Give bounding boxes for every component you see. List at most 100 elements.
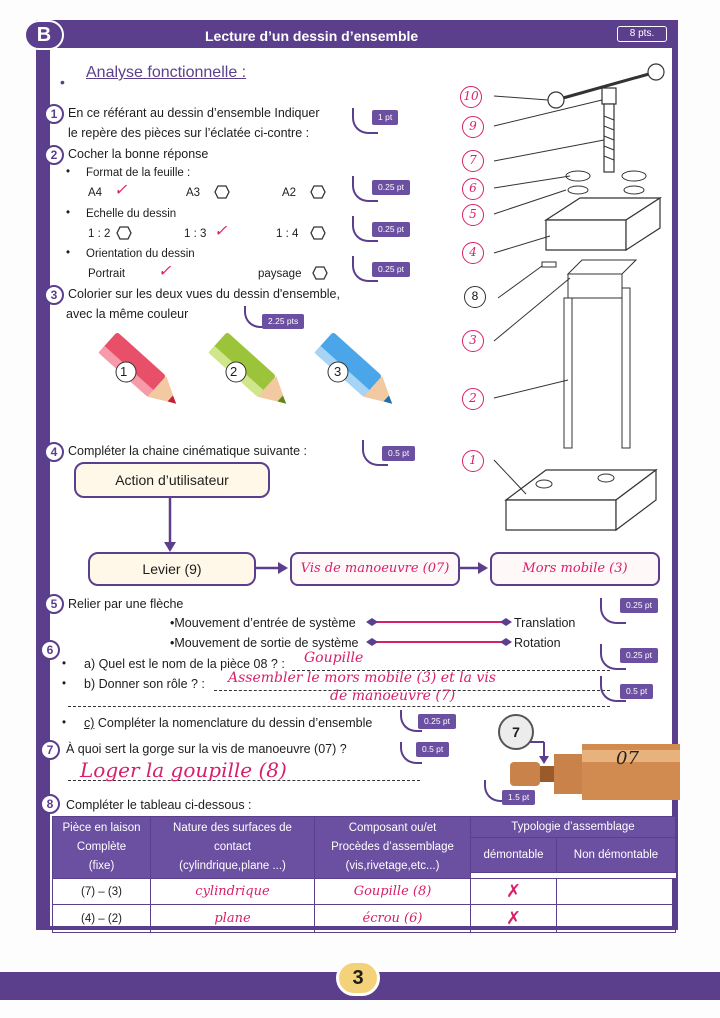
rotation-label: Rotation — [514, 636, 561, 650]
table-cell-component[interactable]: Goupille (8) — [314, 878, 471, 905]
col-header-removable: démontable — [470, 836, 557, 873]
points-badge: 0.25 pt — [620, 648, 658, 663]
translation-label: Translation — [514, 616, 576, 630]
question-number-4: 4 — [44, 442, 64, 462]
bracket — [352, 176, 378, 202]
question-number-1: 1 — [44, 104, 64, 124]
option-1-4: 1 : 4 — [276, 228, 299, 240]
callout-3: 3 — [462, 330, 484, 352]
option-paysage: paysage — [258, 268, 302, 280]
bullet: • — [66, 166, 71, 178]
callout-4: 4 — [462, 242, 484, 264]
points-badge: 0.25 pt — [372, 222, 410, 237]
bracket — [600, 598, 626, 624]
callout-1: 1 — [462, 450, 484, 472]
bracket — [352, 216, 378, 242]
action-box: Action d’utilisateur — [74, 462, 270, 498]
option-a4: A4 — [88, 187, 103, 199]
screw-box[interactable]: Vis de manoeuvre (07) — [290, 552, 460, 586]
option-a2: A2 — [282, 187, 297, 199]
q6a-answer[interactable]: Goupille — [304, 650, 364, 666]
screw-part-illustration — [510, 741, 680, 800]
q7-text: À quoi sert la gorge sur la vis de manoe… — [66, 742, 347, 756]
points-badge: 0.25 pt — [372, 262, 410, 277]
checked-mark-icon[interactable]: ✓ — [114, 180, 128, 199]
bracket — [362, 440, 388, 466]
total-points: 8 pts. — [617, 26, 667, 42]
q7-answer[interactable]: Loger la goupille (8) — [80, 758, 287, 782]
answer-line — [68, 706, 610, 707]
q6a-text: a) Quel est le nom de la pièce 08 ? : — [84, 657, 285, 671]
bullet: • — [62, 678, 67, 690]
hexagon-checkbox-icon[interactable] — [310, 185, 326, 204]
pencil-label-1: 1 — [120, 364, 128, 379]
hexagon-checkbox-icon[interactable] — [116, 226, 132, 245]
col-header-non-removable: Non démontable — [556, 836, 676, 873]
format-label: Format de la feuille : — [86, 167, 191, 179]
bracket — [600, 676, 626, 702]
q6b-text: b) Donner son rôle ? : — [84, 677, 205, 691]
lever-box: Levier (9) — [88, 552, 256, 586]
bracket — [352, 108, 378, 134]
table-cell-non-removable[interactable] — [556, 878, 676, 905]
callout-10: 10 — [460, 86, 482, 108]
bracket — [352, 256, 378, 282]
points-badge: 0.5 pt — [620, 684, 654, 699]
points-badge: 0.5 pt — [416, 742, 450, 757]
jaw-box[interactable]: Mors mobile (3) — [490, 552, 660, 586]
bullet: • — [60, 74, 65, 90]
page-number: 3 — [336, 960, 380, 996]
callout-5: 5 — [462, 204, 484, 226]
points-badge: 0.25 pt — [418, 714, 456, 729]
table-cell-piece: (7) – (3) — [52, 878, 151, 905]
input-movement: •Mouvement d’entrée de système — [170, 616, 356, 630]
option-1-3: 1 : 3 — [184, 228, 207, 240]
answer-line — [68, 780, 420, 781]
option-portrait: Portrait — [88, 268, 126, 280]
orientation-label: Orientation du dessin — [86, 248, 195, 260]
table-row: (7) – (3) cylindrique Goupille (8) ✗ — [52, 878, 676, 905]
points-badge: 1.5 pt — [502, 790, 536, 805]
question-number-8: 8 — [40, 794, 60, 814]
leader-lines — [493, 95, 605, 495]
option-a3: A3 — [186, 187, 201, 199]
hexagon-checkbox-icon[interactable] — [214, 185, 230, 204]
pencil-label-2: 2 — [230, 364, 238, 379]
q8-text: Compléter le tableau ci-dessous : — [66, 798, 252, 812]
checked-mark-icon[interactable]: ✓ — [214, 221, 228, 240]
q1-text-2: le repère des pièces sur l’éclatée ci-co… — [68, 126, 310, 140]
table-cell-nature[interactable]: cylindrique — [150, 878, 315, 905]
points-badge: 0.25 pt — [620, 598, 658, 613]
bracket — [600, 644, 626, 670]
table-cell-piece: (4) – (2) — [52, 904, 151, 933]
bullet: • — [66, 207, 71, 219]
arrow-right-icon — [256, 562, 288, 574]
points-badge: 0.5 pt — [382, 446, 416, 461]
q4-label: Compléter la chaine cinématique suivante… — [68, 444, 308, 458]
scale-label: Echelle du dessin — [86, 208, 177, 220]
hexagon-checkbox-icon[interactable] — [310, 226, 326, 245]
colored-pencils-illustration — [98, 333, 392, 404]
q6b-answer-2[interactable]: de manoeuvre (7) — [330, 688, 456, 704]
bullet: • — [62, 717, 67, 729]
bullet: • — [62, 658, 67, 670]
question-number-5: 5 — [44, 594, 64, 614]
part-7-callout: 7 — [498, 714, 534, 750]
table-cell-nature[interactable]: plane — [150, 904, 315, 933]
pencil-label-3: 3 — [334, 364, 342, 379]
q6b-answer-1[interactable]: Assembler le mors mobile (3) et la vis — [228, 670, 496, 686]
bullet: • — [66, 247, 71, 259]
table-cell-component[interactable]: écrou (6) — [314, 904, 471, 933]
table-cell-removable-mark[interactable]: ✗ — [470, 878, 557, 905]
table-cell-removable-mark[interactable]: ✗ — [470, 904, 557, 933]
hexagon-checkbox-icon[interactable] — [312, 266, 328, 285]
table-cell-non-removable[interactable] — [556, 904, 676, 933]
col-header-typology: Typologie d’assemblage — [470, 816, 676, 838]
points-badge: 0.25 pt — [372, 180, 410, 195]
checked-mark-icon[interactable]: ✓ — [158, 261, 172, 280]
bracket — [244, 306, 268, 328]
callout-7: 7 — [462, 150, 484, 172]
bracket — [400, 710, 422, 732]
